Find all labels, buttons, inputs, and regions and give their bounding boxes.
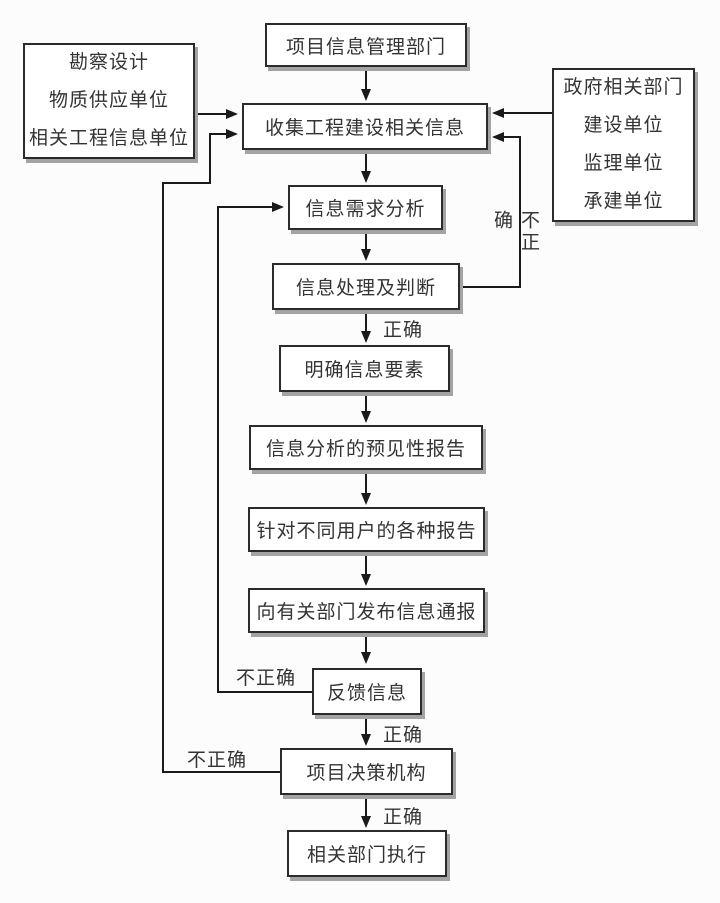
arrow-judge-incorrect-to-collect: [460, 132, 521, 288]
edge-label-incorrect-judge: 不正确: [491, 210, 539, 254]
node-right-sources: 政府相关部门 建设单位 监理单位 承建单位: [552, 68, 695, 222]
edge-label-correct-after-feedback: 正确: [383, 725, 424, 746]
node-collect-info: 收集工程建设相关信息: [242, 103, 488, 150]
node-process-judge-label: 信息处理及判断: [295, 278, 436, 299]
node-left-sources-line-3: 相关工程信息单位: [28, 128, 189, 149]
arrow-feedback-incorrect-to-demand: [217, 202, 312, 693]
node-right-sources-line-3: 监理单位: [583, 153, 664, 174]
node-collect-info-label: 收集工程建设相关信息: [264, 118, 465, 139]
edge-label-incorrect-decision: 不正确: [187, 750, 248, 771]
node-predictive-report: 信息分析的预见性报告: [249, 425, 483, 470]
node-user-reports: 针对不同用户的各种报告: [248, 507, 485, 552]
edge-label-correct-after-judge: 正确: [383, 320, 424, 341]
node-left-sources: 勘察设计 物质供应单位 相关工程信息单位: [23, 43, 195, 159]
node-feedback-label: 反馈信息: [326, 683, 407, 704]
node-decision-body: 项目决策机构: [280, 748, 453, 795]
node-demand-analysis-label: 信息需求分析: [305, 199, 426, 220]
node-clarify-elements-label: 明确信息要素: [304, 360, 425, 381]
node-clarify-elements: 明确信息要素: [279, 345, 450, 392]
node-execute-label: 相关部门执行: [306, 845, 427, 866]
edge-label-correct-after-decision: 正确: [383, 807, 424, 828]
node-demand-analysis: 信息需求分析: [288, 185, 443, 230]
node-user-reports-label: 针对不同用户的各种报告: [256, 521, 477, 542]
node-feedback: 反馈信息: [312, 668, 422, 715]
node-right-sources-line-1: 政府相关部门: [563, 77, 684, 98]
node-project-info-dept-label: 项目信息管理部门: [285, 36, 446, 58]
arrow-decision-incorrect-to-collect: [162, 129, 280, 773]
node-project-info-dept: 项目信息管理部门: [265, 23, 467, 67]
node-decision-body-label: 项目决策机构: [306, 763, 427, 784]
node-left-sources-line-2: 物质供应单位: [48, 90, 169, 111]
edge-label-incorrect-feedback: 不正确: [236, 668, 297, 689]
node-left-sources-line-1: 勘察设计: [68, 52, 149, 73]
node-right-sources-line-2: 建设单位: [583, 115, 664, 136]
node-publish-bulletin: 向有关部门发布信息通报: [248, 588, 485, 633]
node-execute: 相关部门执行: [287, 830, 447, 877]
node-publish-bulletin-label: 向有关部门发布信息通报: [256, 602, 477, 623]
node-right-sources-line-4: 承建单位: [583, 191, 664, 212]
node-predictive-report-label: 信息分析的预见性报告: [265, 439, 466, 460]
node-process-judge: 信息处理及判断: [272, 263, 460, 310]
